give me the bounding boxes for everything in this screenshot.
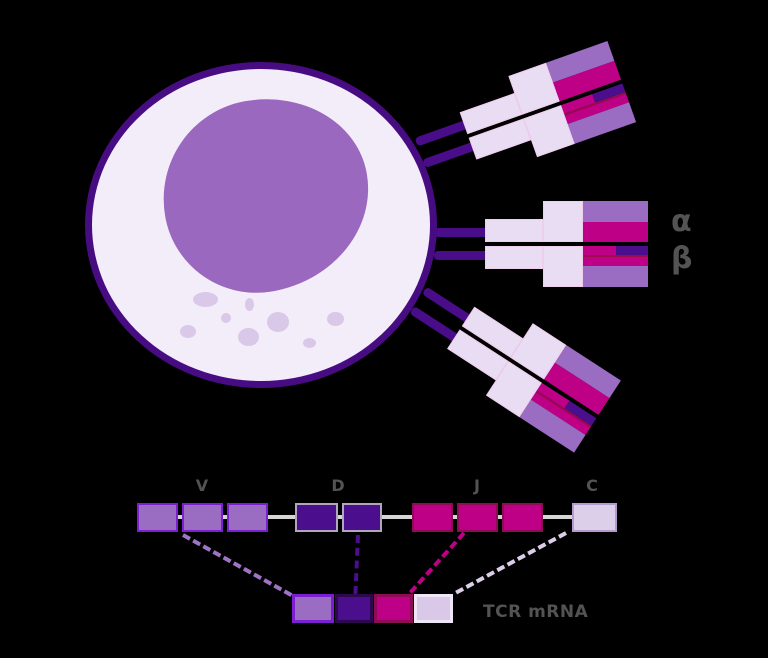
granule	[327, 312, 344, 326]
v-group-label: V	[195, 476, 209, 495]
granule	[193, 292, 218, 307]
v-segment-box	[182, 503, 223, 532]
d-segment-band	[616, 246, 648, 255]
j-segment-box	[412, 503, 453, 532]
constant-region-block	[543, 246, 583, 287]
granule	[238, 328, 259, 346]
chain-divider-line	[485, 243, 648, 245]
mrna-label: TCR mRNA	[483, 602, 589, 622]
beta-label: β	[671, 241, 693, 276]
granule	[245, 298, 254, 311]
d-recombination-dash	[353, 534, 360, 595]
c-group-label: C	[586, 476, 598, 495]
v-recombination-dash	[182, 533, 293, 597]
j-segment-box	[457, 503, 498, 532]
receptor-stalk	[434, 228, 489, 237]
mrna-v-segment	[292, 594, 334, 623]
mrna-d-segment	[335, 594, 373, 623]
receptor-stalk	[434, 251, 489, 260]
alpha-label: α	[671, 204, 692, 239]
v-region-band	[583, 266, 648, 287]
tcr-receptor-bottom	[393, 262, 621, 454]
constant-region-block	[543, 201, 583, 242]
c-segment-box	[572, 503, 617, 532]
j-group-label: J	[474, 476, 480, 495]
d-segment-box	[295, 503, 338, 532]
j-segment-box	[502, 503, 543, 532]
d-segment-box	[342, 503, 382, 532]
band-divider	[583, 255, 648, 257]
v-segment-box	[137, 503, 178, 532]
granule	[303, 338, 316, 348]
receptor-stalk	[414, 119, 470, 147]
j-region-band	[583, 257, 648, 266]
j-recombination-dash	[408, 531, 466, 594]
d-group-label: D	[331, 476, 345, 495]
granule	[180, 325, 196, 338]
receptor-stalk	[422, 141, 478, 169]
tcr-receptor-top	[405, 39, 637, 195]
tcr-receptor-middle	[434, 199, 648, 289]
c-recombination-dash	[455, 531, 567, 595]
constant-region-block	[485, 219, 543, 242]
j-region-band	[583, 222, 648, 242]
mrna-c-segment	[414, 594, 453, 623]
j-region-band	[583, 246, 616, 255]
mrna-j-segment	[374, 594, 413, 623]
granule	[221, 313, 231, 323]
granule	[267, 312, 289, 332]
v-region-band	[583, 201, 648, 222]
alpha-chain-tip	[583, 201, 648, 242]
nucleus	[147, 82, 385, 308]
t-cell-body	[85, 62, 437, 388]
constant-region-block	[485, 246, 543, 269]
beta-chain-tip	[583, 246, 648, 287]
v-segment-box	[227, 503, 268, 532]
